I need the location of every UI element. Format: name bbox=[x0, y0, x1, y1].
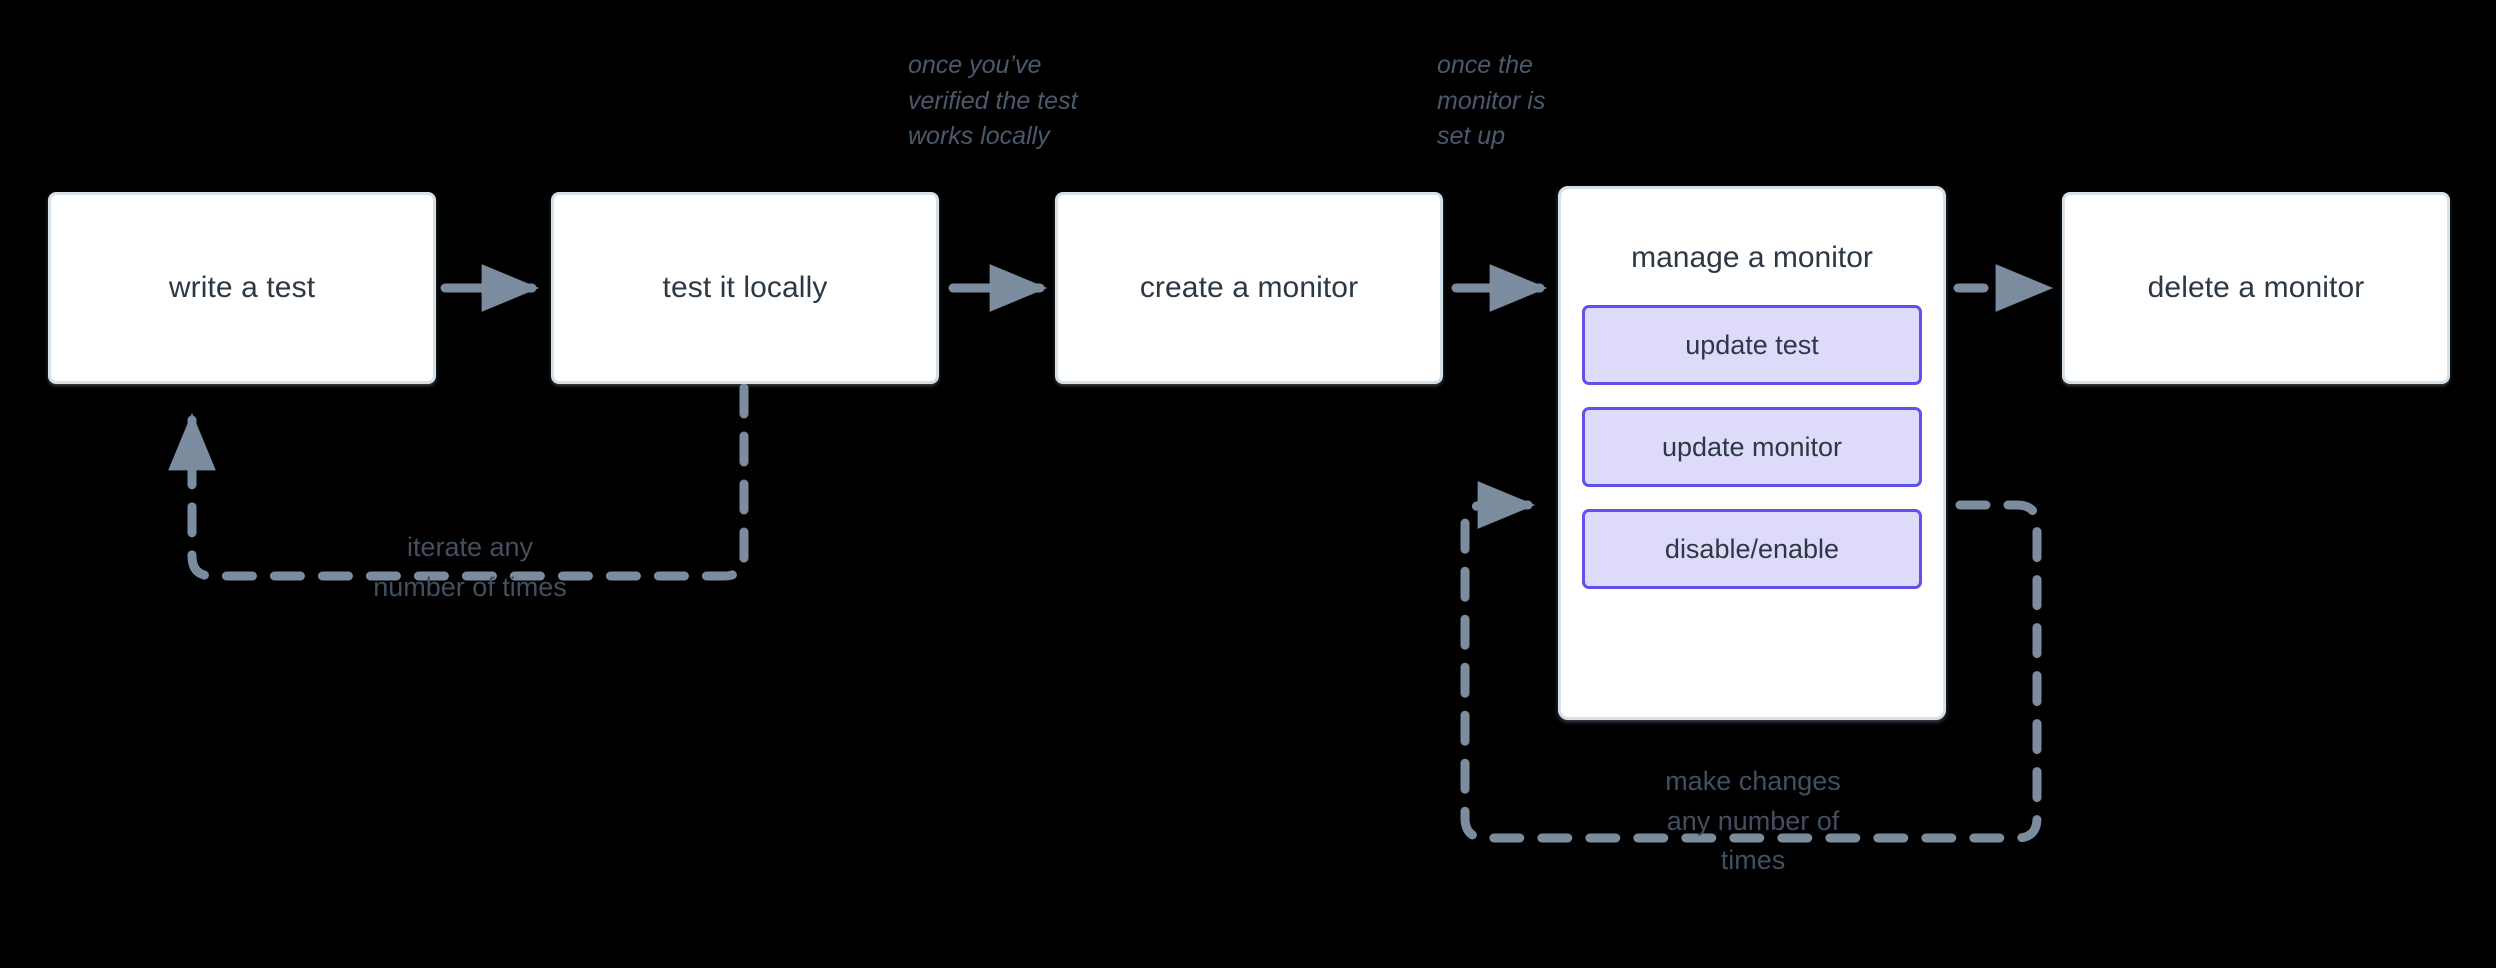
node-label-test-it-locally: test it locally bbox=[662, 271, 828, 304]
sub-node-update-test[interactable]: update test bbox=[1582, 305, 1922, 385]
loop-label-iterate: iterate any number of times bbox=[373, 532, 567, 602]
node-write-a-test[interactable]: write a test bbox=[48, 192, 436, 384]
node-label-create-a-monitor: create a monitor bbox=[1139, 271, 1359, 304]
node-manage-a-monitor[interactable]: manage a monitor update test update moni… bbox=[1558, 186, 1946, 720]
annotation-monitor-set-up: once the monitor is set up bbox=[1437, 51, 1546, 150]
node-create-a-monitor[interactable]: create a monitor bbox=[1055, 192, 1443, 384]
sub-label-update-monitor: update monitor bbox=[1661, 431, 1843, 462]
node-label-write-a-test: write a test bbox=[168, 271, 316, 304]
edge-make-changes-loop bbox=[1460, 481, 2042, 843]
sub-node-disable-enable[interactable]: disable/enable bbox=[1582, 509, 1922, 589]
node-label-delete-a-monitor: delete a monitor bbox=[2147, 271, 2365, 304]
sub-node-update-monitor[interactable]: update monitor bbox=[1582, 407, 1922, 487]
sub-label-update-test: update test bbox=[1685, 329, 1819, 360]
edge-iterate-loop bbox=[168, 383, 749, 581]
sub-label-disable-enable: disable/enable bbox=[1664, 533, 1840, 564]
group-title-manage-a-monitor: manage a monitor bbox=[1631, 241, 1873, 274]
loop-label-make-changes: make changes any number of times bbox=[1665, 766, 1841, 876]
annotation-verified-locally: once you’ve verified the test works loca… bbox=[908, 51, 1078, 150]
node-delete-a-monitor[interactable]: delete a monitor bbox=[2062, 192, 2450, 384]
node-test-it-locally[interactable]: test it locally bbox=[551, 192, 939, 384]
